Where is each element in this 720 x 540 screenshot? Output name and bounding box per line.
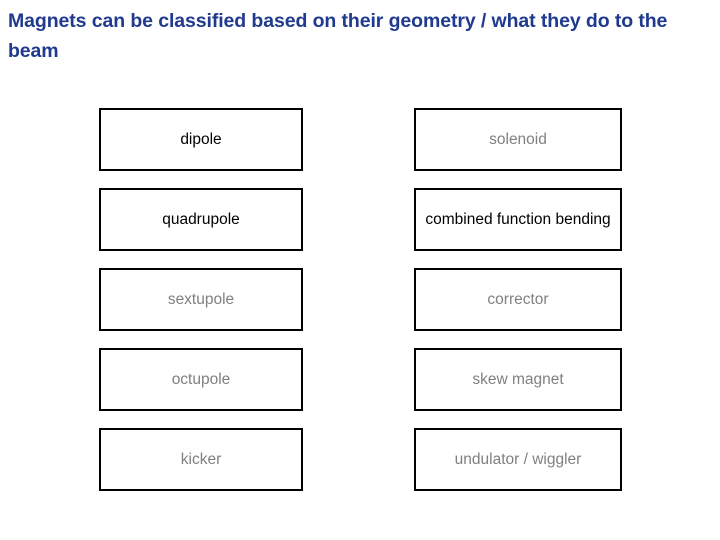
page-title: Magnets can be classified based on their…: [8, 10, 668, 62]
magnet-column-right: solenoid combined function bending corre…: [414, 108, 622, 491]
magnet-label: quadrupole: [162, 210, 240, 228]
magnet-label: octupole: [171, 370, 231, 388]
magnet-box-quadrupole[interactable]: quadrupole: [99, 188, 303, 251]
magnet-column-left: dipole quadrupole sextupole octupole kic…: [99, 108, 303, 491]
magnet-label: dipole: [180, 130, 222, 148]
magnet-label: sextupole: [167, 290, 235, 308]
magnet-box-octupole[interactable]: octupole: [99, 348, 303, 411]
magnet-label: combined function bending: [425, 210, 611, 228]
magnet-box-solenoid[interactable]: solenoid: [414, 108, 622, 171]
magnet-box-skew-magnet[interactable]: skew magnet: [414, 348, 622, 411]
magnet-box-sextupole[interactable]: sextupole: [99, 268, 303, 331]
magnet-label: corrector: [487, 290, 549, 308]
magnet-label: kicker: [180, 450, 222, 468]
magnet-label: solenoid: [489, 130, 547, 148]
magnet-box-undulator-wiggler[interactable]: undulator / wiggler: [414, 428, 622, 491]
magnet-label: skew magnet: [472, 370, 564, 388]
magnet-box-combined-function-bending[interactable]: combined function bending: [414, 188, 622, 251]
magnet-box-dipole[interactable]: dipole: [99, 108, 303, 171]
magnet-box-kicker[interactable]: kicker: [99, 428, 303, 491]
magnet-box-corrector[interactable]: corrector: [414, 268, 622, 331]
magnet-label: undulator / wiggler: [454, 450, 582, 468]
